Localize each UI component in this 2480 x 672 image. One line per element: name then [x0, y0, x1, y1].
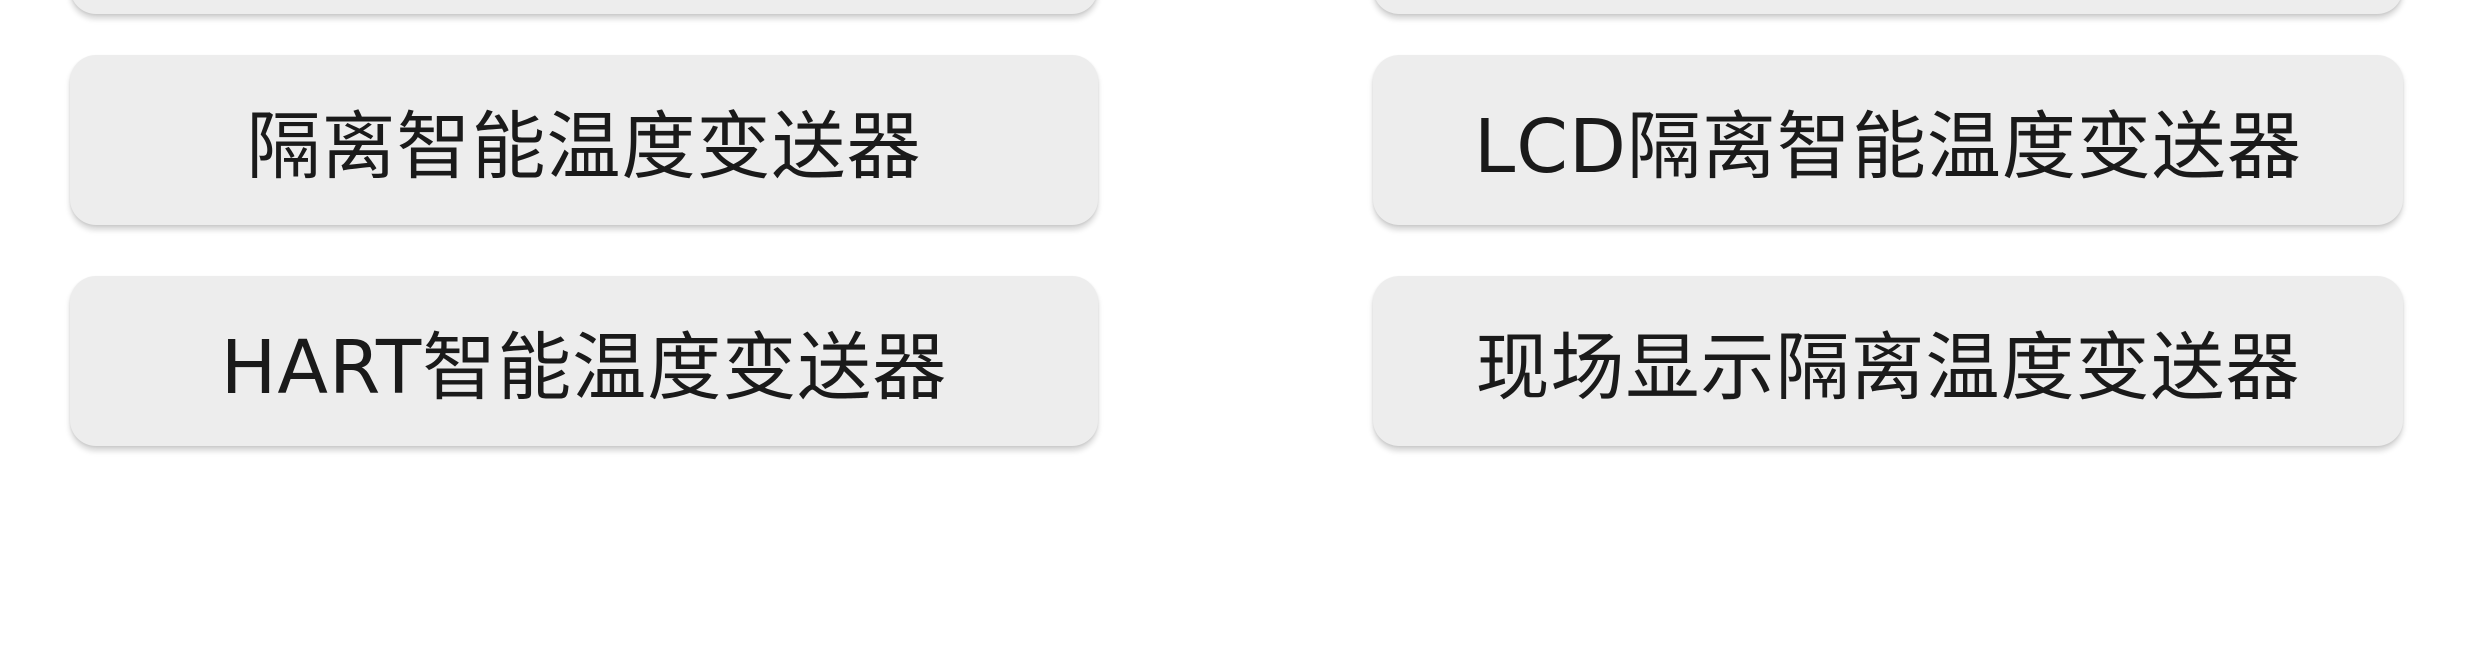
isolated-smart-temp-transmitter-button[interactable]: 隔离智能温度变送器 [70, 55, 1098, 225]
button-label: 现场显示隔离温度变送器 [1475, 324, 2301, 411]
button-label: HART智能温度变送器 [220, 324, 948, 411]
partial-top-right-button[interactable] [1373, 0, 2403, 14]
lcd-isolated-smart-temp-transmitter-button[interactable]: LCD隔离智能温度变送器 [1373, 55, 2403, 225]
hart-smart-temp-transmitter-button[interactable]: HART智能温度变送器 [70, 276, 1098, 446]
button-label: 隔离智能温度变送器 [246, 103, 922, 190]
button-label: LCD隔离智能温度变送器 [1474, 103, 2302, 190]
field-display-isolated-temp-transmitter-button[interactable]: 现场显示隔离温度变送器 [1373, 276, 2403, 446]
partial-top-left-button[interactable] [70, 0, 1098, 14]
